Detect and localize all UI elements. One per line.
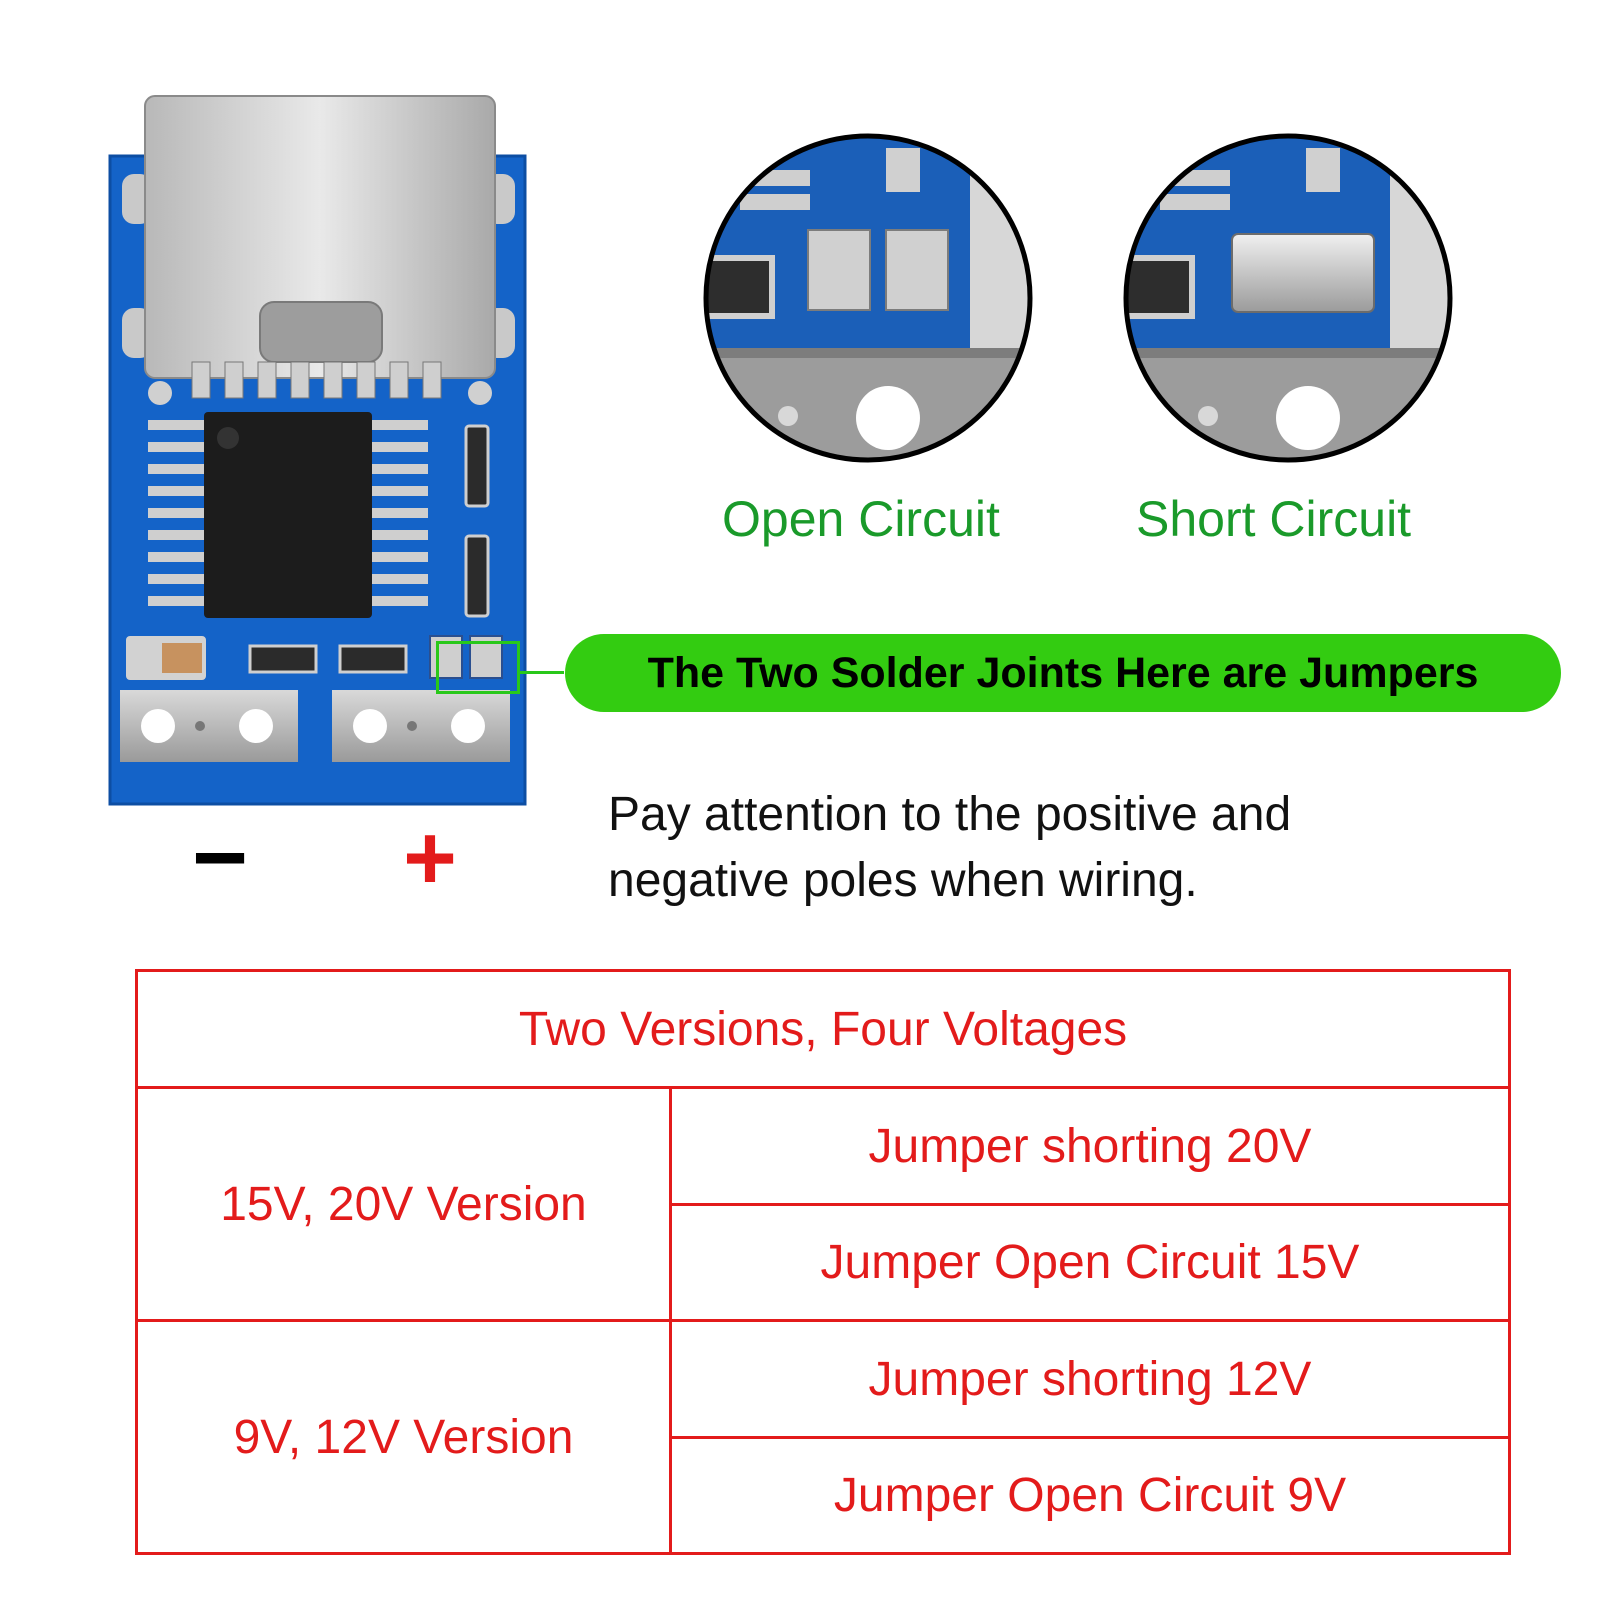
version-cell: 9V, 12V Version xyxy=(233,1410,574,1464)
wiring-note-line2: negative poles when wiring. xyxy=(608,854,1198,907)
open-circuit-zoom-drawing xyxy=(703,133,1033,463)
option-cell: Jumper shorting 12V xyxy=(868,1352,1312,1406)
positive-pole-label: + xyxy=(403,807,457,909)
option-cell: Jumper shorting 20V xyxy=(868,1119,1312,1173)
jumper-callout: The Two Solder Joints Here are Jumpers xyxy=(565,634,1561,712)
table-divider xyxy=(672,1203,1508,1206)
table-divider xyxy=(672,1436,1508,1439)
wiring-note-line1: Pay attention to the positive and xyxy=(608,788,1292,841)
pcb-board-drawing xyxy=(108,95,527,806)
open-jumper-pad-left xyxy=(807,229,871,311)
ic-chip xyxy=(204,412,372,618)
jumper-highlight-box xyxy=(436,641,520,694)
option-cell: Jumper Open Circuit 9V xyxy=(833,1469,1347,1522)
pcb-board-image xyxy=(100,90,540,810)
table-divider xyxy=(138,1086,1508,1089)
negative-pole-label: − xyxy=(191,804,249,911)
table-divider xyxy=(138,1319,1508,1322)
option-cell: Jumper Open Circuit 15V xyxy=(820,1236,1360,1289)
version-cell: 15V, 20V Version xyxy=(220,1177,587,1231)
callout-connector-line xyxy=(519,671,564,674)
usb-c-connector xyxy=(144,95,496,379)
open-circuit-zoom-image xyxy=(700,130,1036,466)
short-circuit-caption: Short Circuit xyxy=(1136,491,1412,547)
short-circuit-zoom-image xyxy=(1120,130,1456,466)
jumper-callout-text: The Two Solder Joints Here are Jumpers xyxy=(647,648,1479,697)
open-jumper-pad-right xyxy=(885,229,949,311)
voltage-version-table: Two Versions, Four Voltages 15V, 20V Ver… xyxy=(135,969,1511,1555)
short-circuit-zoom-drawing xyxy=(1123,133,1453,463)
open-circuit-caption: Open Circuit xyxy=(722,491,1000,547)
table-title: Two Versions, Four Voltages xyxy=(518,1002,1128,1056)
shorted-jumper-solder xyxy=(1231,233,1375,313)
wiring-note: Pay attention to the positive and negati… xyxy=(608,782,1291,914)
